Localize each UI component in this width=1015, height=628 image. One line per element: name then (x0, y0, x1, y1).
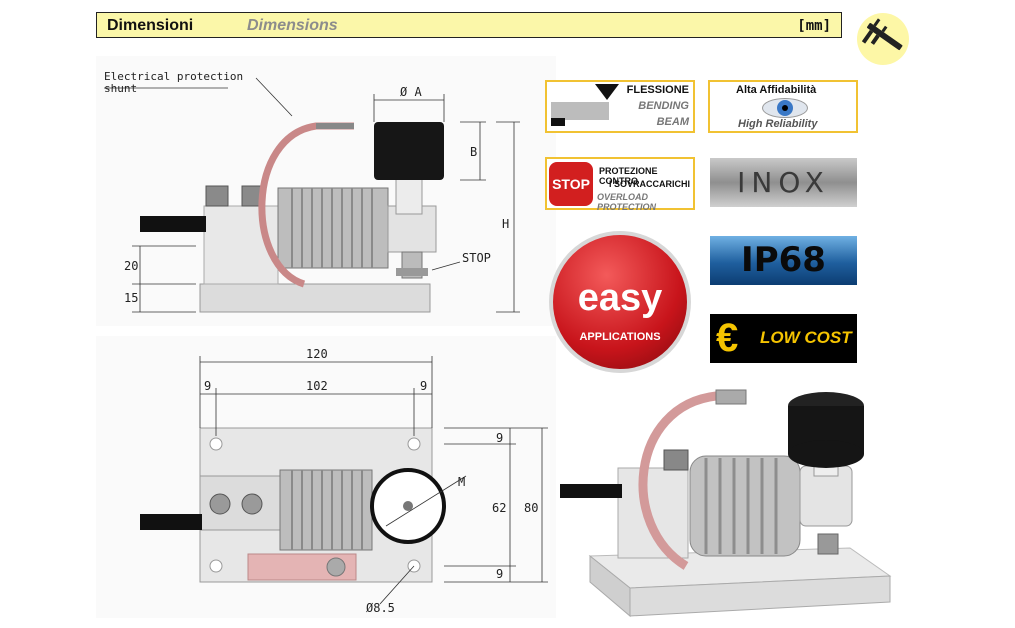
reliability-line-1: Alta Affidabilità (736, 84, 817, 96)
reliability-badge: Alta Affidabilità High Reliability (708, 80, 858, 133)
base-plate (199, 283, 431, 313)
ip68-badge: IP68 (710, 236, 857, 285)
caliper-icon (857, 13, 909, 65)
bending-line-2: BENDING (638, 100, 689, 112)
dim-hole-label: Ø8.5 (366, 601, 395, 615)
side-view-drawing: Electrical protection shunt Ø A B H 20 1… (96, 56, 556, 326)
dim-h-label: H (502, 217, 509, 231)
header-title-it: Dimensioni (107, 17, 194, 34)
top-view-drawing: 120 102 9 9 9 62 80 9 M Ø8.5 (96, 336, 556, 618)
dim-9-right-label: 9 (420, 379, 427, 393)
overload-line-1: PROTEZIONE CONTRO (599, 166, 658, 186)
dim-b-label: B (470, 145, 477, 159)
ip68-text: IP68 (741, 240, 826, 280)
inox-text: INOX (737, 166, 830, 199)
cable (140, 216, 206, 232)
reliability-line-2: High Reliability (738, 118, 818, 130)
stop-label: STOP (462, 251, 491, 265)
section-header: Dimensioni Dimensions [mm] (96, 12, 842, 38)
overload-badge: STOP PROTEZIONE CONTRO I SOVRACCARICHI O… (545, 157, 695, 212)
dim-m-label: M (458, 475, 465, 489)
euro-icon: € (716, 316, 739, 360)
dim-a-label: Ø A (400, 85, 422, 99)
shunt-label-2: shunt (104, 82, 137, 95)
eye-icon (762, 98, 808, 118)
dim-9-left-label: 9 (204, 379, 211, 393)
stop-sign-icon: STOP (549, 162, 593, 206)
inox-badge: INOX (710, 158, 857, 207)
easy-badge: easy APPLICATIONS (549, 231, 691, 373)
shunt-arc (258, 122, 354, 288)
dim-9-bottom-label: 9 (496, 567, 503, 581)
stop-sign-text: STOP (552, 176, 590, 192)
header-unit: [mm] (797, 18, 831, 34)
dim-102-label: 102 (306, 379, 328, 393)
dim-80-label: 80 (524, 501, 538, 515)
bending-beam-badge: FLESSIONE BENDING BEAM (545, 80, 695, 133)
product-render (560, 389, 892, 618)
overload-line-2: I SOVRACCARICHI (609, 179, 691, 189)
easy-text: easy (577, 277, 663, 319)
easy-subtext: APPLICATIONS (579, 331, 661, 343)
bending-line-3: BEAM (656, 116, 689, 128)
low-cost-text: LOW COST (760, 328, 852, 347)
header-title-en: Dimensions (247, 17, 338, 34)
dim-20-label: 20 (124, 259, 138, 273)
overload-line-3: OVERLOAD PROTECTION (597, 192, 657, 212)
dim-120-label: 120 (306, 347, 328, 361)
dim-62-label: 62 (492, 501, 506, 515)
low-cost-badge: € LOW COST (710, 314, 857, 363)
shunt-label-1: Electrical protection (104, 70, 243, 83)
load-cup (374, 122, 444, 180)
dim-9-top-label: 9 (496, 431, 503, 445)
dim-15-label: 15 (124, 291, 138, 305)
bending-line-1: FLESSIONE (626, 84, 689, 96)
